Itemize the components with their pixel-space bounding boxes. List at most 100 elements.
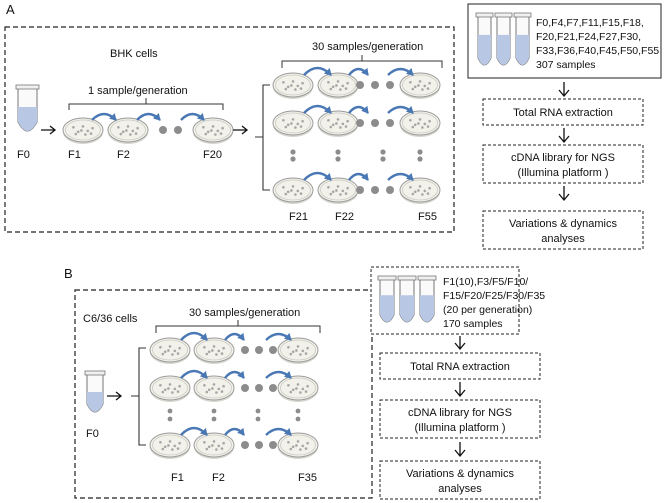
- ellipsis-dot: [356, 119, 364, 127]
- gen-label: F0: [17, 149, 30, 161]
- petri-dish-icon: [193, 375, 235, 402]
- ellipsis-dot: [371, 186, 379, 194]
- step-text: (Illumina platform ): [414, 422, 505, 434]
- transfer-arrow-icon: [387, 172, 414, 181]
- transfer-arrow-icon: [180, 426, 208, 436]
- ellipsis-dot: [269, 346, 277, 354]
- petri-dish-icon: [192, 117, 234, 144]
- samples-text: F1(10),F3/F5/F10/: [443, 276, 528, 288]
- ellipsis-dot: [295, 416, 301, 422]
- down-arrow-icon: [454, 382, 466, 398]
- cell-line-label: C6/36 cells: [83, 313, 138, 325]
- tube-icon: [397, 275, 417, 323]
- ellipsis-dot: [380, 156, 386, 162]
- transfer-arrow-icon: [180, 369, 208, 379]
- down-arrow-icon: [558, 128, 570, 144]
- panel-b: B C6/36 cells 30 samples/generation F0 F…: [64, 266, 545, 500]
- petri-dish-icon: [317, 72, 359, 99]
- step-text: cDNA library for NGS: [408, 407, 512, 419]
- panel-b-frame: [74, 289, 373, 499]
- petri-dish-icon: [399, 110, 441, 137]
- transfer-arrow-icon: [180, 331, 208, 341]
- petri-dish-icon: [149, 432, 191, 459]
- ellipsis-dot: [255, 408, 261, 414]
- ellipsis-dot: [295, 408, 301, 414]
- gen-label: F2: [212, 472, 225, 484]
- down-arrow-icon: [558, 186, 570, 202]
- petri-dish-icon: [272, 177, 314, 204]
- dish-grid: [272, 66, 441, 204]
- gen-label: F1: [171, 472, 184, 484]
- bracket: [131, 347, 146, 446]
- ellipsis-dot: [356, 186, 364, 194]
- petri-dish-icon: [399, 177, 441, 204]
- ellipsis-dot: [211, 416, 217, 422]
- petri-dish-icon: [277, 432, 319, 459]
- gen-label: F2: [117, 149, 130, 161]
- samples-text: F15/F20/F25/F30/F35: [443, 290, 545, 302]
- ellipsis-dot: [386, 186, 394, 194]
- transfer-arrow-icon: [303, 104, 332, 114]
- petri-dish-icon: [149, 375, 191, 402]
- ellipsis-dot: [167, 416, 173, 422]
- ellipsis-dot: [335, 156, 341, 162]
- ellipsis-dot: [269, 441, 277, 449]
- ellipsis-dot: [290, 156, 296, 162]
- transfer-arrow-icon: [303, 171, 332, 181]
- ellipsis-dot: [290, 149, 296, 155]
- tube-icon: [513, 12, 532, 66]
- step-text: analyses: [438, 483, 482, 495]
- samples-text: F20,F21,F24,F27,F30,: [536, 31, 641, 43]
- transfer-arrow-icon: [265, 427, 292, 436]
- down-arrow-icon: [454, 336, 466, 351]
- transfer-arrow-icon: [224, 332, 245, 341]
- petri-dish-icon: [277, 337, 319, 364]
- ellipsis-dot: [241, 441, 249, 449]
- transfer-arrow-icon: [303, 66, 332, 76]
- ellipsis-dot: [386, 81, 394, 89]
- step-box: [379, 399, 541, 439]
- petri-dish-icon: [399, 72, 441, 99]
- ellipsis-dot: [241, 346, 249, 354]
- panel-a-frame: [4, 26, 455, 233]
- gen-label: F35: [298, 472, 317, 484]
- ellipsis-dot: [371, 119, 379, 127]
- ellipsis-dot: [371, 81, 379, 89]
- gen-label: F20: [203, 149, 222, 161]
- samples-text: F33,F36,F40,F45,F50,F55: [536, 45, 659, 57]
- transfer-arrow-icon: [348, 172, 369, 181]
- ellipsis-dot: [211, 408, 217, 414]
- petri-dish-icon: [193, 337, 235, 364]
- gen-label: F55: [418, 211, 437, 223]
- ellipsis-dot: [167, 408, 173, 414]
- ellipsis-dot: [380, 149, 386, 155]
- step-text: analyses: [541, 233, 585, 245]
- samples-text: 307 samples: [536, 59, 596, 71]
- transfer-arrow-icon: [348, 67, 369, 76]
- stage-two-label: 30 samples/generation: [312, 41, 423, 53]
- panel-a-letter: A: [6, 2, 15, 17]
- transfer-arrow-icon: [387, 105, 414, 114]
- arrow-icon: [233, 125, 249, 135]
- tube-icon: [475, 12, 532, 66]
- tube-icon: [15, 84, 40, 132]
- step-box: [379, 352, 541, 380]
- petri-dish-icon: [149, 337, 191, 364]
- step-box: [482, 144, 644, 184]
- samples-text: 170 samples: [443, 318, 503, 330]
- gen-label: F22: [335, 211, 354, 223]
- down-arrow-icon: [454, 442, 466, 458]
- step-text: cDNA library for NGS: [511, 152, 615, 164]
- petri-dish-icon: [277, 375, 319, 402]
- petri-dish-icon: [317, 177, 359, 204]
- stage-one-label: 1 sample/generation: [88, 85, 188, 97]
- ellipsis-dot: [269, 384, 277, 392]
- ellipsis-dot: [255, 416, 261, 422]
- ellipsis-dot: [335, 149, 341, 155]
- petri-dish-icon: [272, 72, 314, 99]
- ellipsis-dot: [356, 81, 364, 89]
- gen-label: F1: [68, 149, 81, 161]
- stage-one-label: 30 samples/generation: [189, 307, 300, 319]
- panel-b-letter: B: [64, 266, 73, 281]
